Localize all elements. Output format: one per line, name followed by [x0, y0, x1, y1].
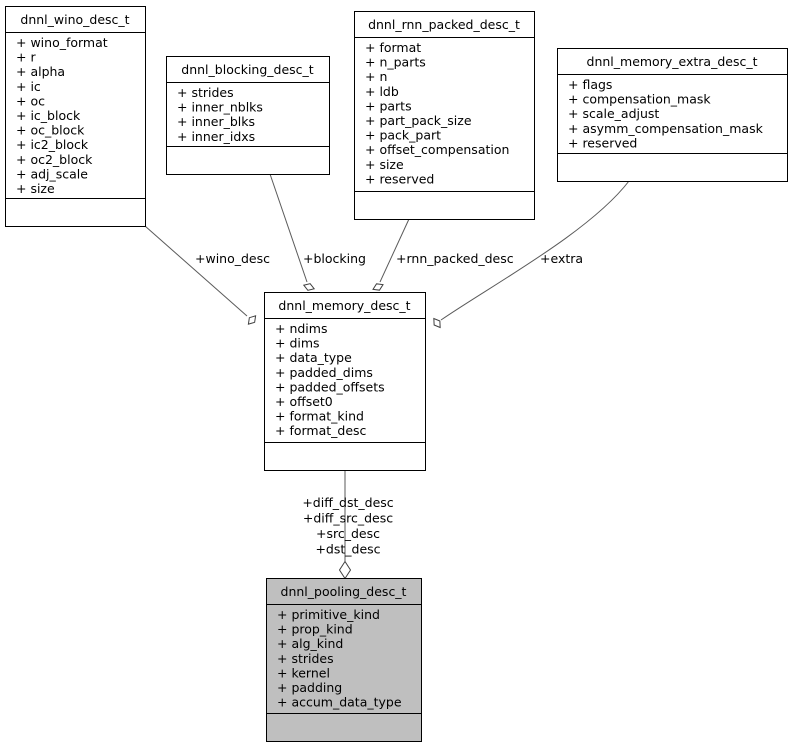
class-attribute: + inner_idxs [177, 129, 255, 144]
nodes-layer: dnnl_wino_desc_t+ wino_format+ r+ alpha+… [5, 6, 788, 742]
class-box-pooling [266, 578, 422, 742]
class-attribute: + reserved [568, 135, 637, 150]
class-attribute: + alpha [16, 64, 65, 79]
class-attribute: + oc2_block [16, 152, 93, 167]
class-attribute: + padding [277, 680, 342, 695]
edge-label-memory-to-pooling-3: +dst_desc [315, 542, 380, 557]
class-attribute: + compensation_mask [568, 92, 711, 107]
class-title-rnn: dnnl_rnn_packed_desc_t [368, 17, 520, 32]
class-attribute: + strides [277, 651, 334, 666]
edge-memory-to-pooling: +diff_dst_desc+diff_src_desc+src_desc+ds… [302, 470, 394, 580]
class-attribute: + kernel [277, 665, 330, 680]
class-attribute: + format_desc [275, 423, 367, 438]
class-attribute: + inner_blks [177, 114, 255, 129]
class-attribute: + strides [177, 85, 234, 100]
class-title-blocking: dnnl_blocking_desc_t [181, 62, 314, 77]
aggregation-diamond-icon [433, 317, 441, 329]
edge-extra: +extra [433, 180, 630, 329]
class-attribute: + oc_block [16, 123, 85, 138]
edge-label-blocking: +blocking [303, 251, 366, 266]
class-node-blocking[interactable]: dnnl_blocking_desc_t + strides+ inner_nbl… [166, 56, 330, 175]
class-attribute: + padded_dims [275, 365, 373, 380]
class-attribute: + format_kind [275, 409, 364, 424]
class-attribute: + flags [568, 77, 612, 92]
edge-path-blocking [269, 173, 308, 283]
aggregation-diamond-icon [338, 560, 352, 580]
class-attribute: + oc [16, 93, 45, 108]
class-node-rnn[interactable]: dnnl_rnn_packed_desc_t+ format+ n_parts+… [354, 11, 535, 220]
class-attribute: + size [365, 157, 404, 172]
class-node-memory[interactable]: dnnl_memory_desc_t + ndims+ dims+ data_ty… [264, 292, 426, 471]
class-box-extra [557, 48, 788, 182]
class-attribute: + padded_offsets [275, 379, 385, 394]
edge-path-extra [440, 180, 630, 321]
aggregation-diamond-icon [247, 315, 257, 325]
class-attribute: + ndims [275, 321, 327, 336]
class-box-blocking [166, 56, 330, 175]
class-attribute: + accum_data_type [277, 695, 402, 710]
class-attribute: + data_type [275, 350, 352, 365]
class-box-wino [5, 6, 146, 227]
class-attribute: + ic2_block [16, 137, 89, 152]
edge-label-extra: +extra [540, 251, 583, 266]
class-attribute: + format [365, 40, 421, 55]
class-attribute: + offset_compensation [365, 142, 509, 157]
class-attribute: + wino_format [16, 35, 108, 50]
class-box-memory [264, 292, 426, 471]
class-node-wino[interactable]: dnnl_wino_desc_t+ wino_format+ r+ alpha+… [5, 6, 146, 227]
class-node-pooling[interactable]: dnnl_pooling_desc_t + primitive_kind+ pro… [266, 578, 422, 742]
class-attribute: + primitive_kind [277, 607, 380, 622]
edge-label-rnn-packed-desc: +rnn_packed_desc [396, 251, 514, 266]
edge-path-rnn-packed-desc [379, 218, 410, 283]
class-attribute: + asymm_compensation_mask [568, 121, 764, 136]
class-attribute: + part_pack_size [365, 113, 472, 128]
class-attribute: + dims [275, 336, 320, 351]
class-attribute: + ic_block [16, 108, 81, 123]
class-attribute: + ic [16, 79, 41, 94]
class-title-extra: dnnl_memory_extra_desc_t [587, 54, 758, 69]
class-attribute: + n [365, 69, 387, 84]
edge-label-wino-desc: +wino_desc [195, 251, 270, 266]
class-attribute: + n_parts [365, 55, 426, 70]
edge-wino-desc: +wino_desc [144, 225, 270, 325]
edge-label-memory-to-pooling-0: +diff_dst_desc [302, 495, 393, 510]
class-attribute: + prop_kind [277, 622, 353, 637]
edge-label-memory-to-pooling-1: +diff_src_desc [303, 511, 393, 526]
edge-path-wino-desc [144, 225, 248, 317]
class-box-rnn [354, 11, 535, 220]
class-title-memory: dnnl_memory_desc_t [278, 298, 410, 313]
edge-rnn-packed-desc: +rnn_packed_desc [372, 218, 514, 291]
class-attribute: + scale_adjust [568, 106, 659, 121]
class-attribute: + reserved [365, 171, 434, 186]
edge-label-memory-to-pooling-2: +src_desc [316, 526, 380, 541]
class-attribute: + adj_scale [16, 166, 88, 181]
class-attribute: + offset0 [275, 394, 333, 409]
class-attribute: + alg_kind [277, 636, 343, 651]
class-attribute: + r [16, 50, 36, 65]
aggregation-diamond-icon [302, 283, 316, 291]
class-title-pooling: dnnl_pooling_desc_t [281, 584, 407, 599]
edge-blocking: +blocking [269, 173, 366, 291]
edges-layer: +wino_desc +blocking +rnn_packed_desc +extr… [144, 173, 630, 580]
class-attribute: + ldb [365, 84, 399, 99]
class-attribute: + inner_nblks [177, 100, 263, 115]
class-title-wino: dnnl_wino_desc_t [20, 12, 129, 27]
class-node-extra[interactable]: dnnl_memory_extra_desc_t + flags+ compens… [557, 48, 788, 182]
class-attribute: + pack_part [365, 128, 441, 143]
class-attribute: + parts [365, 98, 412, 113]
aggregation-diamond-icon [372, 283, 384, 291]
class-attribute: + size [16, 181, 55, 196]
